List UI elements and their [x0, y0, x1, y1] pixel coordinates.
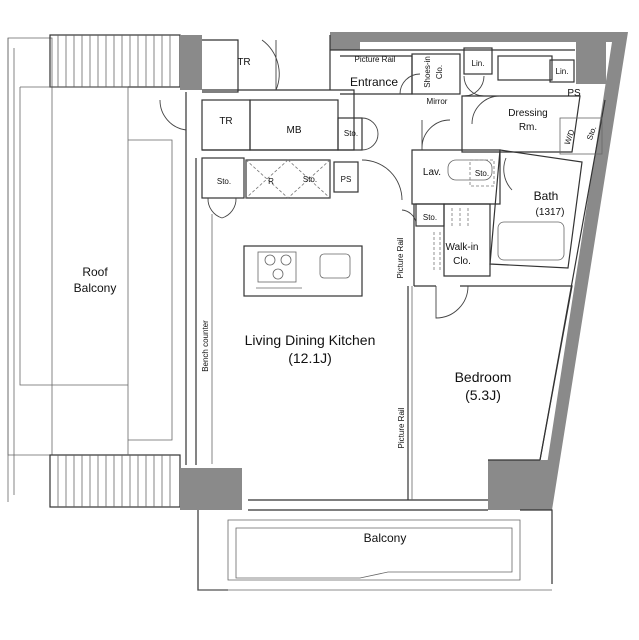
- kitchen-storage: [201, 157, 359, 219]
- dressing-label-2: Rm.: [519, 122, 537, 133]
- balcony: [197, 509, 553, 591]
- bedroom-size-label: (5.3J): [465, 387, 501, 403]
- r-label: R: [268, 177, 274, 186]
- bath-size-label: (1317): [536, 207, 565, 218]
- entrance-label: Entrance: [350, 75, 398, 89]
- shoes-in-label-2: Clo.: [435, 65, 444, 79]
- ps-kitchen-label: PS: [341, 175, 352, 184]
- walkin-label-2: Clo.: [453, 256, 471, 267]
- mb-label: MB: [287, 125, 302, 136]
- tr-mid-label: TR: [219, 116, 232, 127]
- sto-door-label: Sto.: [344, 129, 358, 138]
- walkin-label: Walk-in: [446, 242, 479, 253]
- walk-in-closet: [401, 203, 491, 286]
- kitchen-island: [243, 245, 363, 297]
- wet-area: [361, 149, 583, 269]
- ps-right-label: PS: [567, 88, 581, 99]
- sto-kitchen-label: Sto.: [217, 177, 231, 186]
- roof-balcony-label-2: Balcony: [74, 281, 117, 295]
- tr-top-label: TR: [237, 57, 250, 68]
- ldk-size-label: (12.1J): [288, 350, 332, 366]
- ldk-bedroom: [211, 214, 573, 500]
- sto-lav-label: Sto.: [475, 169, 489, 178]
- picture-rail-bed-label: Picture Rail: [397, 407, 406, 448]
- roof-balcony: [7, 34, 181, 508]
- lin-label-2: Lin.: [556, 67, 569, 76]
- lin-label-1: Lin.: [472, 59, 485, 68]
- picture-rail-top-label: Picture Rail: [355, 55, 396, 64]
- bench-counter-label: Bench counter: [201, 320, 210, 372]
- utility-rooms: [159, 39, 379, 151]
- sto-kitchen-right-label: Sto.: [303, 175, 317, 184]
- balcony-label: Balcony: [364, 531, 407, 545]
- sto-laundry-label: Sto.: [585, 125, 598, 141]
- roof-balcony-label: Roof: [82, 265, 108, 279]
- picture-rail-left-label: Picture Rail: [396, 237, 405, 278]
- bedroom-label: Bedroom: [455, 369, 512, 385]
- dressing-label: Dressing: [508, 108, 547, 119]
- structural-walls: [180, 32, 628, 510]
- sto-walkin-label: Sto.: [423, 213, 437, 222]
- lav-label: Lav.: [423, 167, 441, 178]
- bath-label: Bath: [534, 189, 559, 203]
- ldk-label: Living Dining Kitchen: [245, 332, 376, 348]
- mirror-label: Mirror: [427, 97, 448, 106]
- entrance-area: [340, 47, 603, 155]
- shoes-in-label: Shoes-in: [423, 56, 432, 88]
